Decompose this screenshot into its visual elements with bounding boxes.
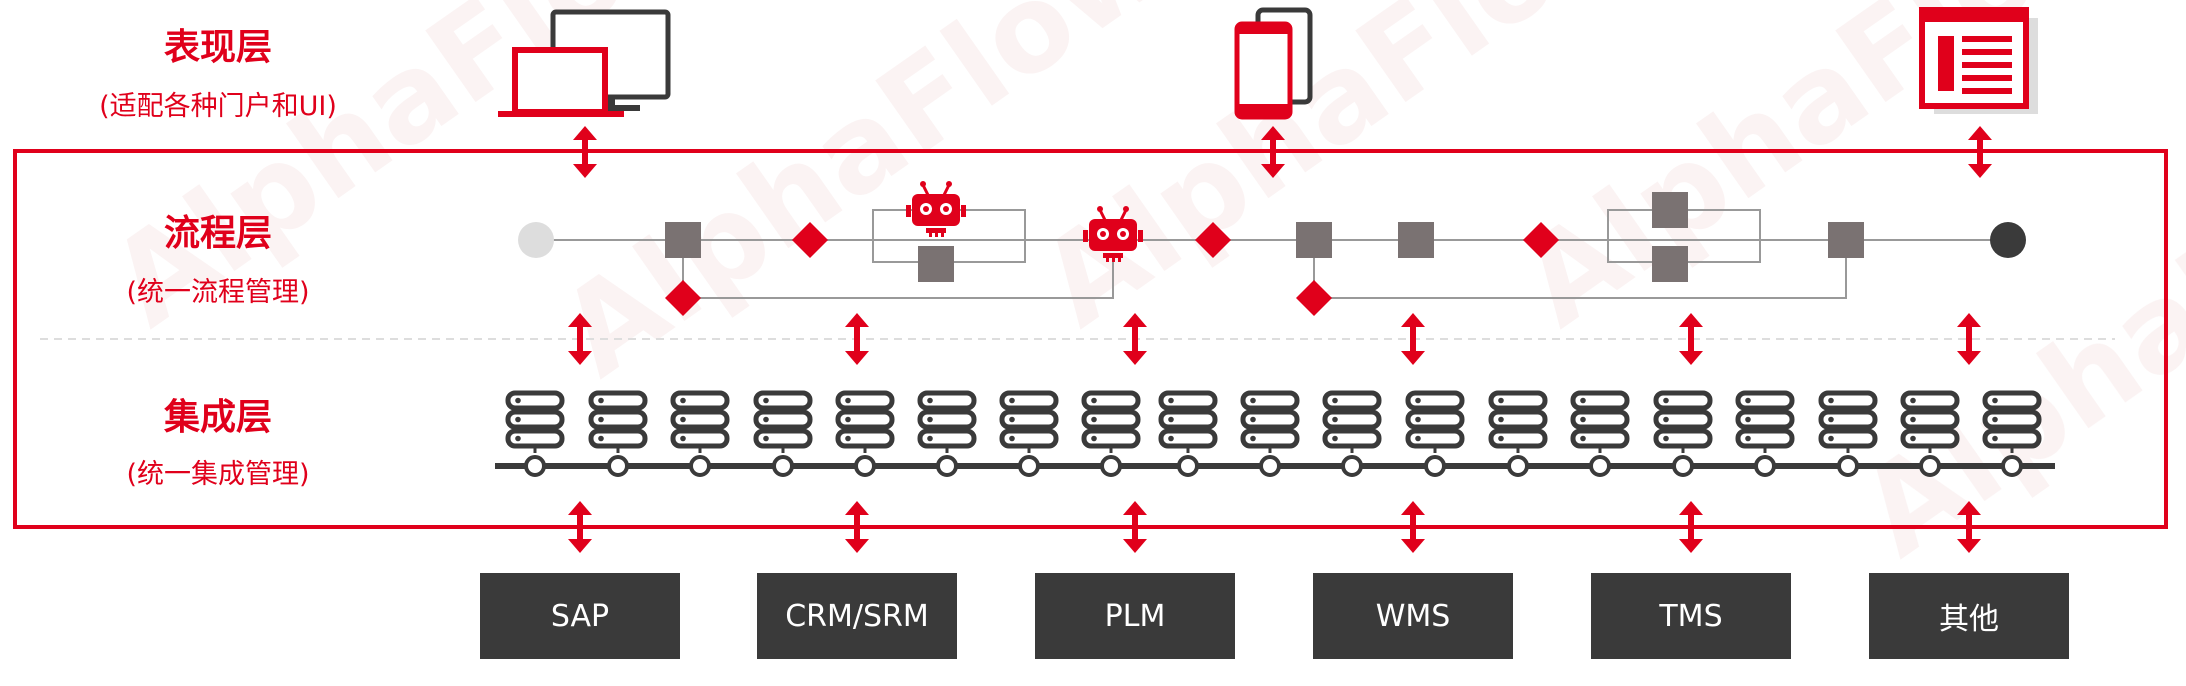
bus-connector-node xyxy=(1100,455,1122,477)
server-stack-icon xyxy=(1491,393,1545,453)
system-box-sap: SAP xyxy=(480,573,680,659)
integration-layer-title: 集成层 xyxy=(163,397,272,438)
bus-connector-node xyxy=(1018,455,1040,477)
bus-connector-node xyxy=(772,455,794,477)
bus-connector-node xyxy=(936,455,958,477)
system-box-other: 其他 xyxy=(1869,573,2069,659)
task-node xyxy=(1398,222,1434,258)
system-box-crm-srm: CRM/SRM xyxy=(757,573,957,659)
bus-connector-node xyxy=(1507,455,1529,477)
server-stack-icon xyxy=(756,393,810,453)
bus-connector-node xyxy=(1837,455,1859,477)
bus-connector-node xyxy=(1259,455,1281,477)
bus-connector-node xyxy=(1919,455,1941,477)
bus-connector-node xyxy=(1177,455,1199,477)
bus-connector-node xyxy=(1341,455,1363,477)
server-stack-icon xyxy=(673,393,727,453)
process-layer-title: 流程层 xyxy=(163,213,272,254)
bus-connector-node xyxy=(2001,455,2023,477)
bus-connector-node xyxy=(1672,455,1694,477)
watermark-text: AlphaFlow xyxy=(1837,67,2186,584)
server-stack-icon xyxy=(1985,393,2039,453)
process-flow xyxy=(518,179,2026,316)
server-stack-icon xyxy=(1738,393,1792,453)
gateway-node xyxy=(1523,222,1559,258)
server-stack-icon xyxy=(591,393,645,453)
bus-connector-node xyxy=(1424,455,1446,477)
server-stack-icon xyxy=(1161,393,1215,453)
server-stack-icon xyxy=(1084,393,1138,453)
end-event xyxy=(1990,222,2026,258)
bus-connector-node xyxy=(1589,455,1611,477)
server-stack-icon xyxy=(1408,393,1462,453)
double-arrow-icon xyxy=(845,313,869,365)
core-layers-frame xyxy=(13,149,2168,529)
gateway-node xyxy=(1296,280,1332,316)
task-node xyxy=(1652,246,1688,282)
server-stack-icon xyxy=(1243,393,1297,453)
server-stack-icon xyxy=(920,393,974,453)
presentation-layer-subtitle: (适配各种门户和UI) xyxy=(99,91,337,122)
bus-connector-node xyxy=(524,455,546,477)
bus-connector-node xyxy=(689,455,711,477)
system-box-wms: WMS xyxy=(1313,573,1513,659)
process-layer-subtitle: (统一流程管理) xyxy=(126,277,310,308)
gateway-node xyxy=(665,280,701,316)
watermark-group: AlphaFlow AlphaFlow AlphaFlow AlphaFlow … xyxy=(87,0,2186,584)
bus-connector-node xyxy=(854,455,876,477)
task-node xyxy=(1652,192,1688,228)
integration-layer-subtitle: (统一集成管理) xyxy=(126,459,310,490)
server-stack-icon xyxy=(1821,393,1875,453)
watermark-text: AlphaFlow xyxy=(1497,0,2152,354)
presentation-layer-title: 表现层 xyxy=(163,27,272,68)
gateway-node xyxy=(1195,222,1231,258)
system-box-tms: TMS xyxy=(1591,573,1791,659)
task-node xyxy=(918,246,954,282)
bus-connector-node xyxy=(607,455,629,477)
gateway-node xyxy=(792,222,828,258)
server-stack-icon xyxy=(1002,393,1056,453)
server-stack-icon xyxy=(1656,393,1710,453)
bus-connector-node xyxy=(1754,455,1776,477)
server-stack-icon xyxy=(1573,393,1627,453)
server-stack-icon xyxy=(838,393,892,453)
web-page-icon xyxy=(1919,7,2038,114)
system-box-plm: PLM xyxy=(1035,573,1235,659)
start-event xyxy=(518,222,554,258)
laptop-monitor-icon xyxy=(498,9,671,117)
server-stack-icon xyxy=(1325,393,1379,453)
integration-bus xyxy=(495,393,2055,477)
task-node xyxy=(665,222,701,258)
server-stack-icon xyxy=(508,393,562,453)
mobile-phone-icon xyxy=(1234,7,1313,120)
task-node xyxy=(1296,222,1332,258)
task-node xyxy=(1828,222,1864,258)
server-stack-icon xyxy=(1903,393,1957,453)
